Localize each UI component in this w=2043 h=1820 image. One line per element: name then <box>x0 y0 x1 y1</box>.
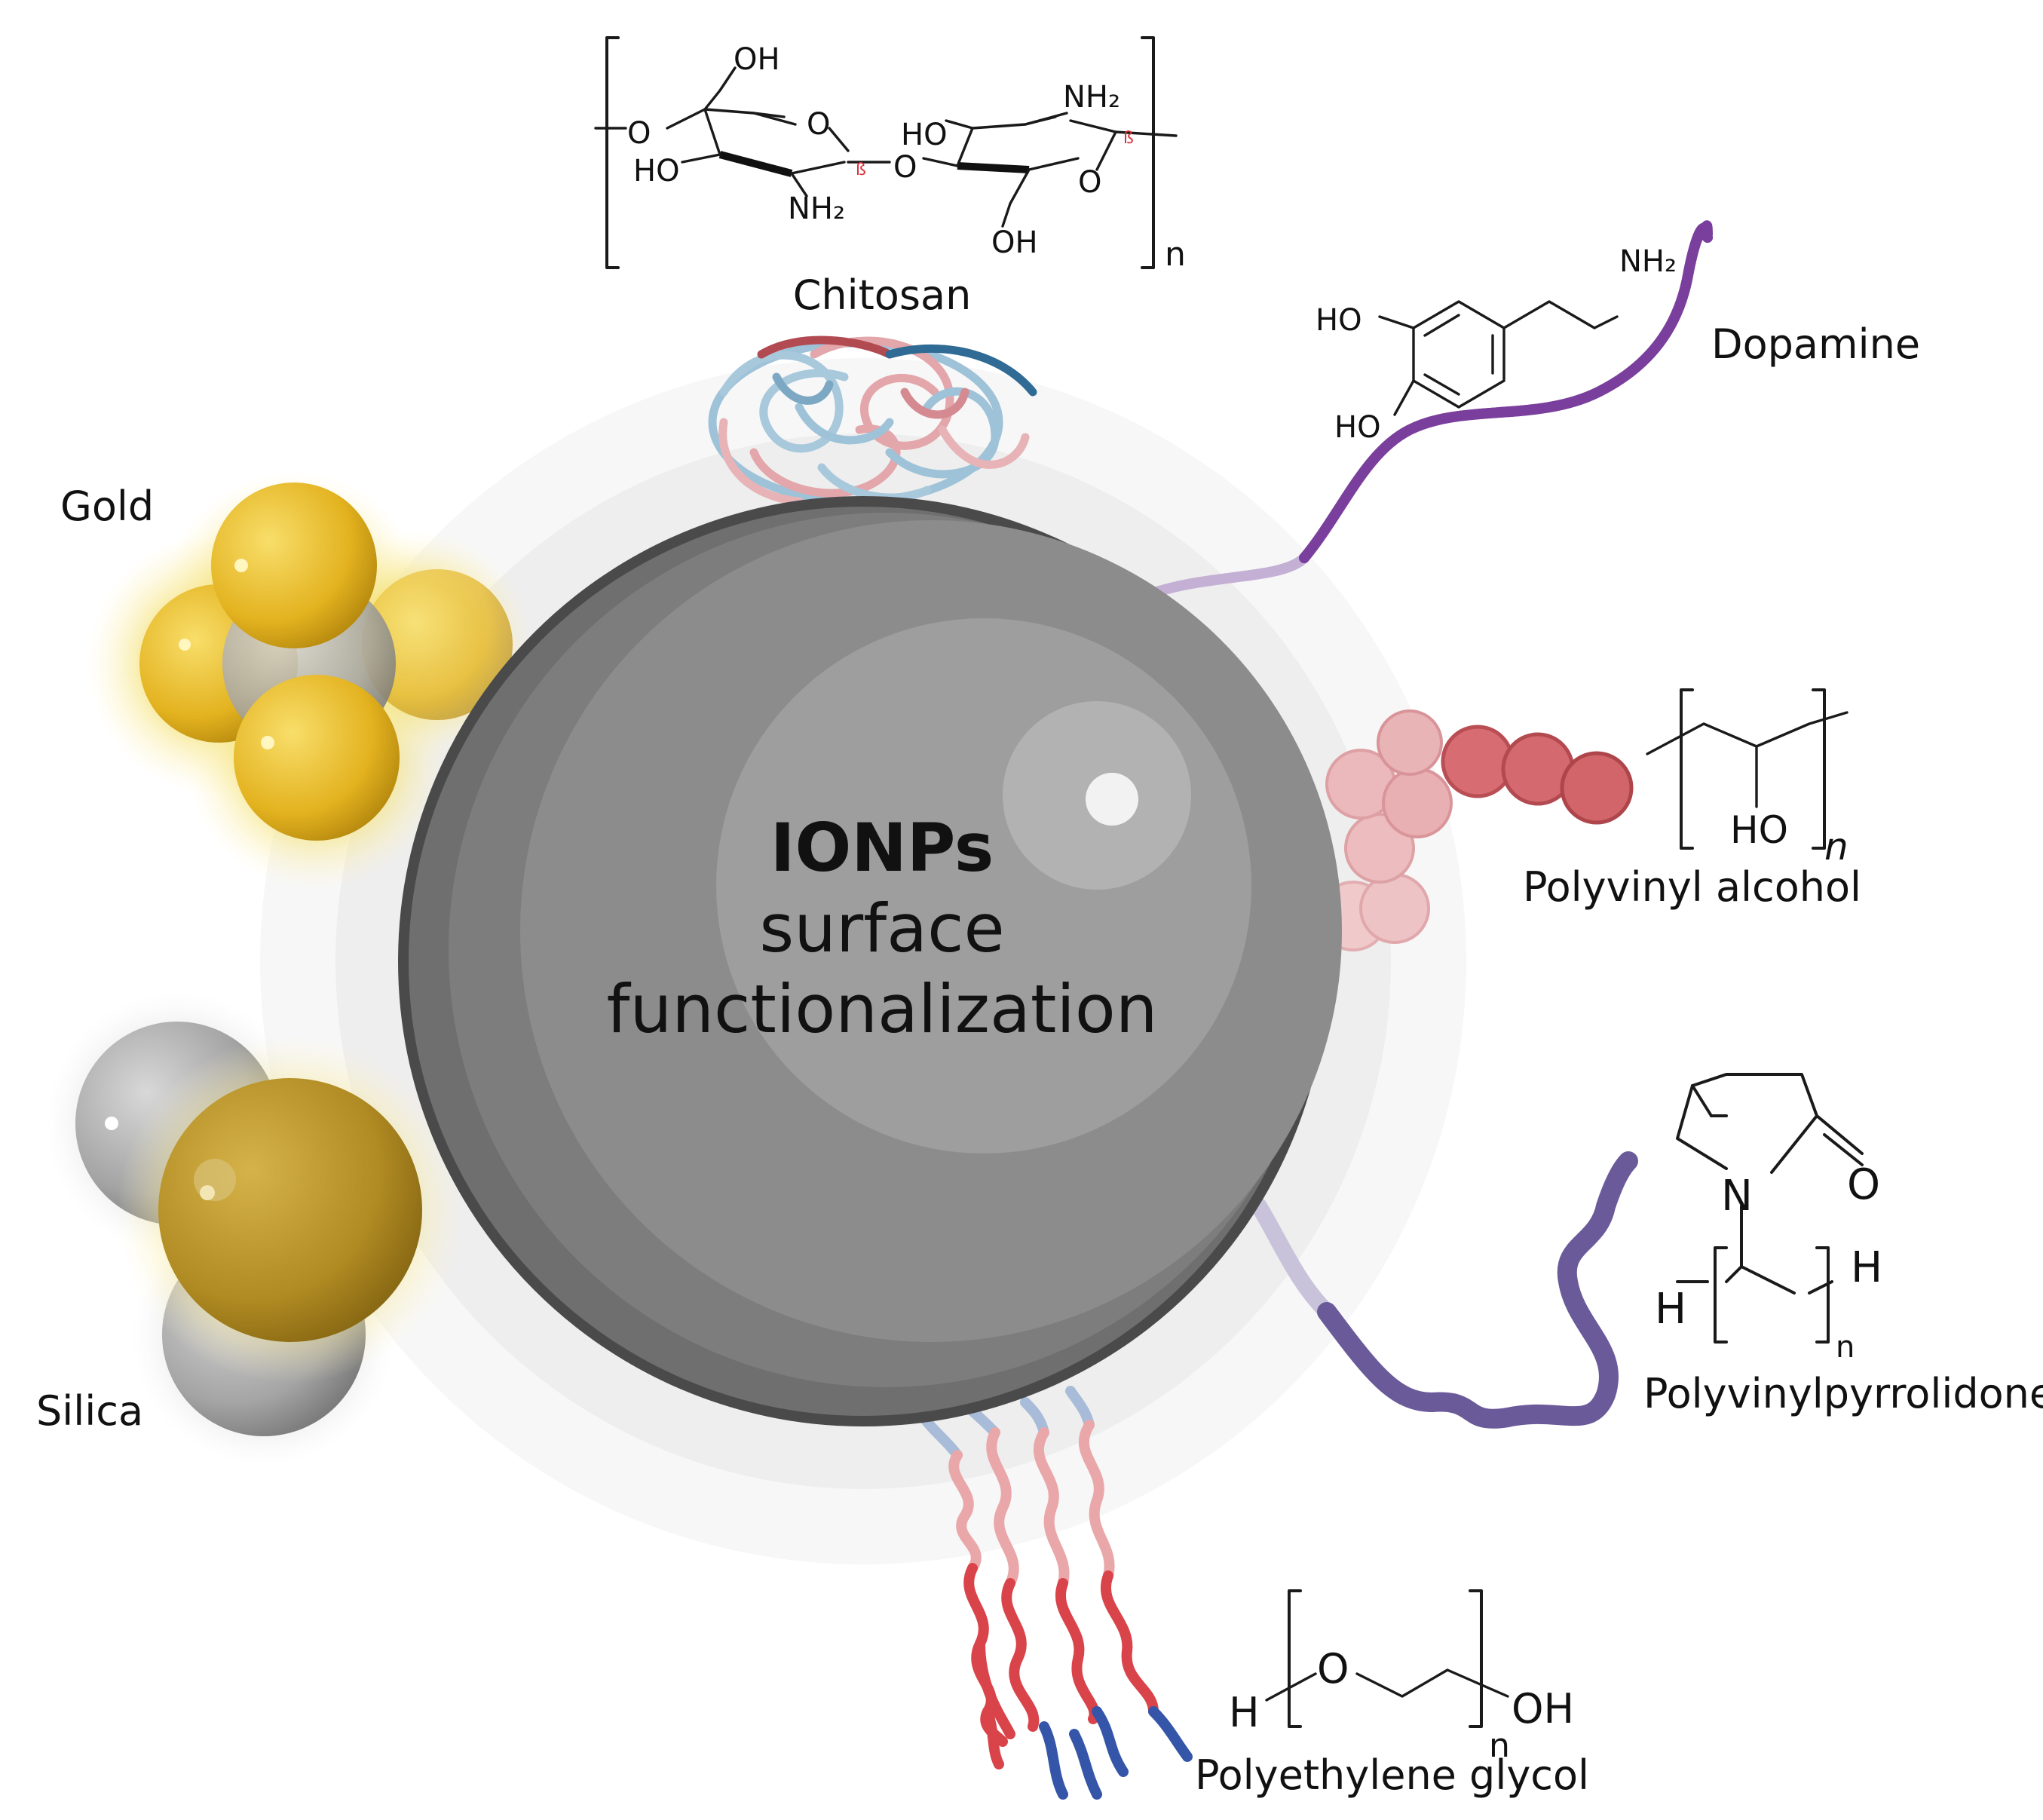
pva-ho: HO <box>1730 808 1788 852</box>
chitosan-link-o: O <box>893 150 917 185</box>
peg-repeat-n: n <box>1489 1727 1510 1765</box>
chitosan-ho-left: HO <box>633 154 680 188</box>
core-subtitle-line-2: functionalization <box>607 970 1158 1048</box>
chitosan-nh2-bottom: NH₂ <box>788 191 845 226</box>
dopamine-label: Dopamine <box>1711 320 1920 368</box>
peg-oh: OH <box>1512 1685 1574 1733</box>
chitosan-ho-mid: HO <box>901 118 948 152</box>
chitosan-nh2-top: NH₂ <box>1063 80 1120 115</box>
chitosan-repeat-n: n <box>1165 235 1186 274</box>
chitosan-oh-bottom: OH <box>991 225 1038 260</box>
iron-oxide-core <box>398 496 1342 1426</box>
chitosan-beta-1: ß <box>856 161 866 179</box>
dopamine-ho-1: HO <box>1316 303 1362 338</box>
pvp-chain <box>1317 1151 1638 1429</box>
silica-nanoparticle-cluster <box>45 991 464 1466</box>
pva-label: Polyvinyl alcohol <box>1523 863 1861 911</box>
pvp-h-right: H <box>1851 1243 1882 1292</box>
gold-nanoparticle-cluster <box>87 471 531 890</box>
peg-label: Polyethylene glycol <box>1195 1751 1589 1799</box>
pvp-o-atom: O <box>1847 1160 1880 1209</box>
chitosan-beta-2: ß <box>1123 129 1134 148</box>
pvp-chain-faded <box>1251 1198 1335 1320</box>
peg-h: H <box>1229 1689 1260 1736</box>
pvp-repeat-n: n <box>1836 1330 1855 1365</box>
core-subtitle-line-1: surface <box>759 890 1004 967</box>
peg-strands <box>918 1386 1193 1800</box>
chitosan-label: Chitosan <box>793 271 972 319</box>
pva-repeat-n: n <box>1824 825 1849 869</box>
dopamine-structure: HO HO NH₂ <box>1316 244 1677 445</box>
pva-structure: HO n <box>1646 688 1849 869</box>
chitosan-ring-o-2: O <box>1078 165 1101 200</box>
chitosan-oh-top: OH <box>734 42 780 77</box>
pvp-structure: N O H H n <box>1655 1073 1882 1365</box>
gold-label: Gold <box>60 483 154 530</box>
pvp-label: Polyvinylpyrrolidone <box>1643 1370 2043 1417</box>
pva-bead-chain <box>1318 709 1634 951</box>
peg-structure: H O OH n <box>1229 1589 1574 1765</box>
dopamine-ho-2: HO <box>1334 410 1381 445</box>
dopamine-nh2: NH₂ <box>1619 244 1677 279</box>
peg-o: O <box>1317 1645 1349 1693</box>
pvp-h-left: H <box>1655 1285 1686 1334</box>
core-title: IONPs <box>770 809 994 887</box>
pvp-n-atom: N <box>1721 1172 1753 1221</box>
chitosan-ring-o-1: O <box>807 107 830 142</box>
chitosan-left-o: O <box>627 116 651 151</box>
silica-label: Silica <box>36 1387 143 1435</box>
dopamine-chain-faded <box>1141 553 1309 601</box>
chitosan-structure: OH O O O HO NH₂ HO NH₂ O OH ß ß n <box>594 36 1186 274</box>
